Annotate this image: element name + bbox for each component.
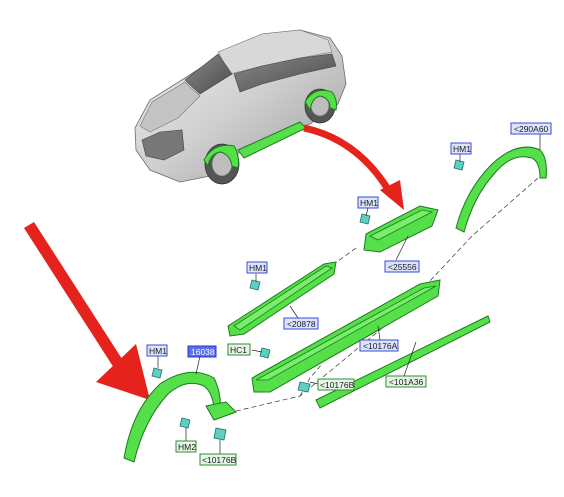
tag-101A36[interactable]: <101A36 (385, 375, 427, 388)
tag-16038-text: 16038 (191, 347, 215, 357)
tag-10176A-text: <10176A (363, 341, 398, 351)
tag-hm1-mid[interactable]: HM1 (246, 261, 268, 274)
clip-hm1-upper-mid (359, 213, 371, 225)
tag-hm2[interactable]: HM2 (175, 440, 197, 453)
leader-10176B-mid (309, 381, 319, 385)
tag-101A36-text: <101A36 (389, 377, 424, 387)
tag-hm1-top-right-text: HM1 (453, 144, 471, 154)
tag-25556-text: <25556 (388, 262, 417, 272)
leader-10176A (377, 325, 381, 341)
car-illustration (134, 29, 347, 185)
tag-hm1-left[interactable]: HM1 (146, 344, 168, 357)
tag-hm1-left-text: HM1 (149, 346, 167, 356)
leader-101A36 (403, 341, 417, 377)
tag-10176B-bottom-text: <10176B (202, 455, 237, 465)
leader-25556 (395, 235, 409, 261)
leader-16038 (195, 355, 201, 375)
assembly-line-hc1 (299, 363, 323, 397)
clip-hc1 (259, 347, 271, 359)
tag-10176B-mid-text: <10176B (320, 380, 355, 390)
red-arrow-top (303, 124, 404, 210)
tag-20878[interactable]: <20878 (283, 317, 319, 330)
clip-hm2 (179, 417, 191, 429)
leader-hm1-upper-mid (365, 207, 369, 217)
leader-hc1 (251, 349, 263, 353)
tag-hc1-text: HC1 (230, 345, 247, 355)
tag-10176A[interactable]: <10176A (359, 339, 399, 352)
leader-20878 (289, 305, 299, 319)
tag-10176B-bottom[interactable]: <10176B (199, 453, 237, 466)
tag-hm2-text: HM2 (178, 442, 196, 452)
tag-290A60-text: <290A60 (514, 124, 549, 134)
tag-10176B-mid[interactable]: <10176B (317, 378, 355, 391)
tag-hm1-mid-text: HM1 (249, 263, 267, 273)
tag-hm1-upper-mid-text: HM1 (360, 198, 378, 208)
clip-hm1-left (151, 367, 163, 379)
tag-hm1-top-right[interactable]: HM1 (450, 142, 472, 155)
part-20878-highlight (233, 265, 333, 331)
car-front-arch-cladding (203, 144, 239, 169)
clip-hm1-mid (249, 279, 261, 291)
clip-hm1-top-right (453, 159, 465, 171)
tag-hm1-upper-mid[interactable]: HM1 (357, 196, 379, 209)
part-rear-wheel-arch-290A60 (455, 146, 547, 233)
part-25556-highlight (369, 209, 434, 241)
clip-10176B-mid (297, 381, 311, 393)
part-10176A-highlight (255, 285, 437, 381)
part-sill-strip-101A36 (315, 315, 491, 409)
tag-16038[interactable]: 16038 (187, 345, 217, 358)
clip-10176B-bottom (213, 427, 227, 441)
tag-290A60[interactable]: <290A60 (510, 122, 552, 135)
car-rear-arch-cladding (304, 89, 337, 112)
tag-hc1[interactable]: HC1 (227, 343, 251, 356)
red-arrow-left (24, 222, 150, 400)
part-arch-bracket (205, 401, 237, 421)
tag-25556[interactable]: <25556 (384, 260, 420, 273)
tag-20878-text: <20878 (287, 319, 316, 329)
